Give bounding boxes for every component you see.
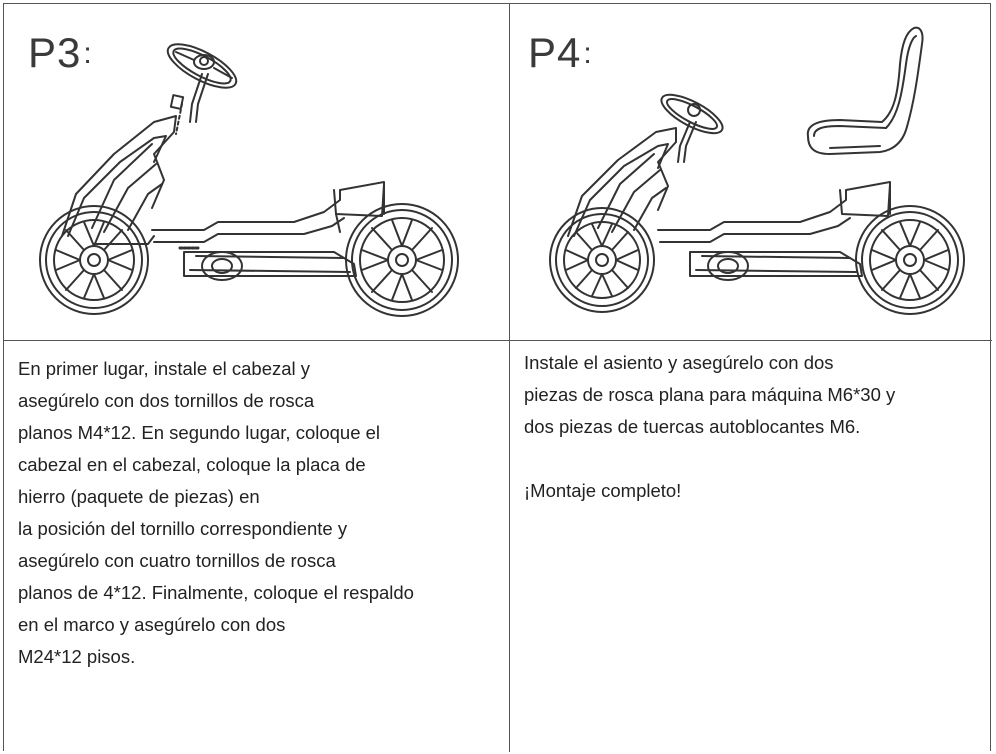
step-p3-label: P3: (28, 29, 93, 76)
completion-message: ¡Montaje completo! (524, 480, 682, 501)
rear-wheel-icon (855, 205, 965, 315)
steering-wheel-icon (660, 93, 724, 163)
instruction-line: cabezal en el cabezal, coloque la placa … (18, 454, 366, 475)
steering-wheel-icon (166, 43, 238, 123)
instruction-sheet: P3: (3, 3, 992, 752)
spacer (524, 443, 989, 475)
instruction-line: hierro (paquete de piezas) en (18, 486, 260, 507)
seat-icon (806, 26, 924, 155)
instruction-line: Instale el asiento y asegúrelo con dos (524, 352, 834, 373)
step-p4-label: P4: (528, 29, 593, 76)
go-kart-seat-illustration (549, 26, 965, 315)
step-p4-instructions: Instale el asiento y asegúrelo con dos p… (524, 347, 989, 507)
step-p4-illustration-cell: P4: (510, 4, 992, 340)
go-kart-steering-illustration (39, 43, 459, 317)
column-divider (509, 4, 510, 752)
instruction-line: planos M4*12. En segundo lugar, coloque … (18, 422, 381, 443)
kart-frame-icon (61, 115, 385, 281)
step-p3-illustration-cell: P3: (4, 4, 509, 340)
instruction-line: planos de 4*12. Finalmente, coloque el r… (18, 582, 414, 603)
instruction-line: la posición del tornillo correspondiente… (18, 518, 348, 539)
instruction-line: En primer lugar, instale el cabezal y (18, 358, 311, 379)
instruction-line: dos piezas de tuercas autoblocantes M6. (524, 416, 861, 437)
instruction-line: piezas de rosca plana para máquina M6*30… (524, 384, 896, 405)
instruction-line: M24*12 pisos. (18, 646, 136, 667)
instruction-line: en el marco y asegúrelo con dos (18, 614, 286, 635)
row-divider (4, 340, 992, 341)
kart-frame-icon (567, 127, 891, 281)
step-p3-instructions: En primer lugar, instale el cabezal y as… (18, 353, 503, 673)
instruction-line: asegúrelo con dos tornillos de rosca (18, 390, 315, 411)
front-wheel-icon (39, 205, 149, 315)
instruction-line: asegúrelo con cuatro tornillos de rosca (18, 550, 336, 571)
front-wheel-icon (549, 207, 655, 313)
rear-wheel-icon (345, 203, 459, 317)
